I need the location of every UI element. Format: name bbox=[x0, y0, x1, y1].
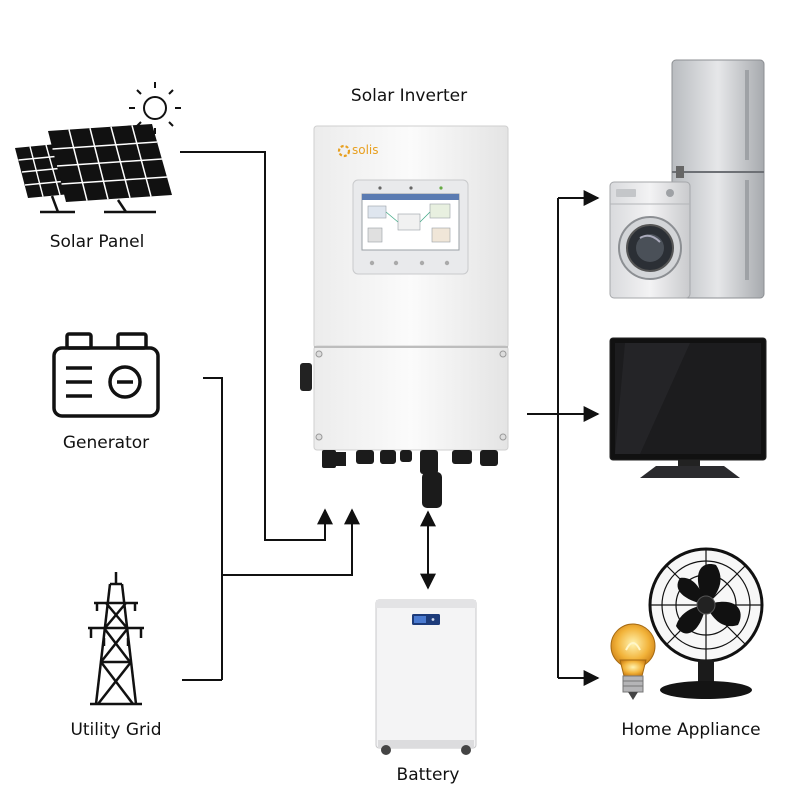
battery-cabinet-icon bbox=[375, 599, 477, 755]
generator-line bbox=[203, 377, 223, 680]
home-appliance-label: Home Appliance bbox=[621, 720, 761, 740]
television-icon bbox=[609, 337, 767, 478]
inverter-unit bbox=[300, 125, 509, 508]
generator-icon bbox=[52, 332, 160, 418]
utility-grid-label: Utility Grid bbox=[70, 720, 162, 740]
light-bulb-icon bbox=[610, 623, 656, 700]
connection-lines bbox=[180, 151, 600, 686]
dc-switch bbox=[300, 363, 312, 391]
generator-label: Generator bbox=[62, 433, 150, 453]
solar-panel-label: Solar Panel bbox=[49, 232, 145, 252]
diagram-title: Solar Inverter bbox=[350, 86, 468, 106]
battery-label: Battery bbox=[396, 765, 460, 785]
washing-machine-icon bbox=[609, 181, 691, 299]
inverter-connectors bbox=[322, 450, 498, 508]
inverter-logo-mark bbox=[337, 144, 351, 158]
solar-to-inverter-line bbox=[180, 151, 333, 541]
refrigerator-icon bbox=[671, 59, 765, 299]
inverter-brand-label: solis bbox=[352, 143, 379, 157]
transmission-tower-icon bbox=[88, 572, 144, 706]
generator-grid-to-inverter-line bbox=[222, 508, 360, 576]
fan-icon bbox=[648, 547, 764, 699]
solar-panel-icon bbox=[15, 124, 172, 214]
